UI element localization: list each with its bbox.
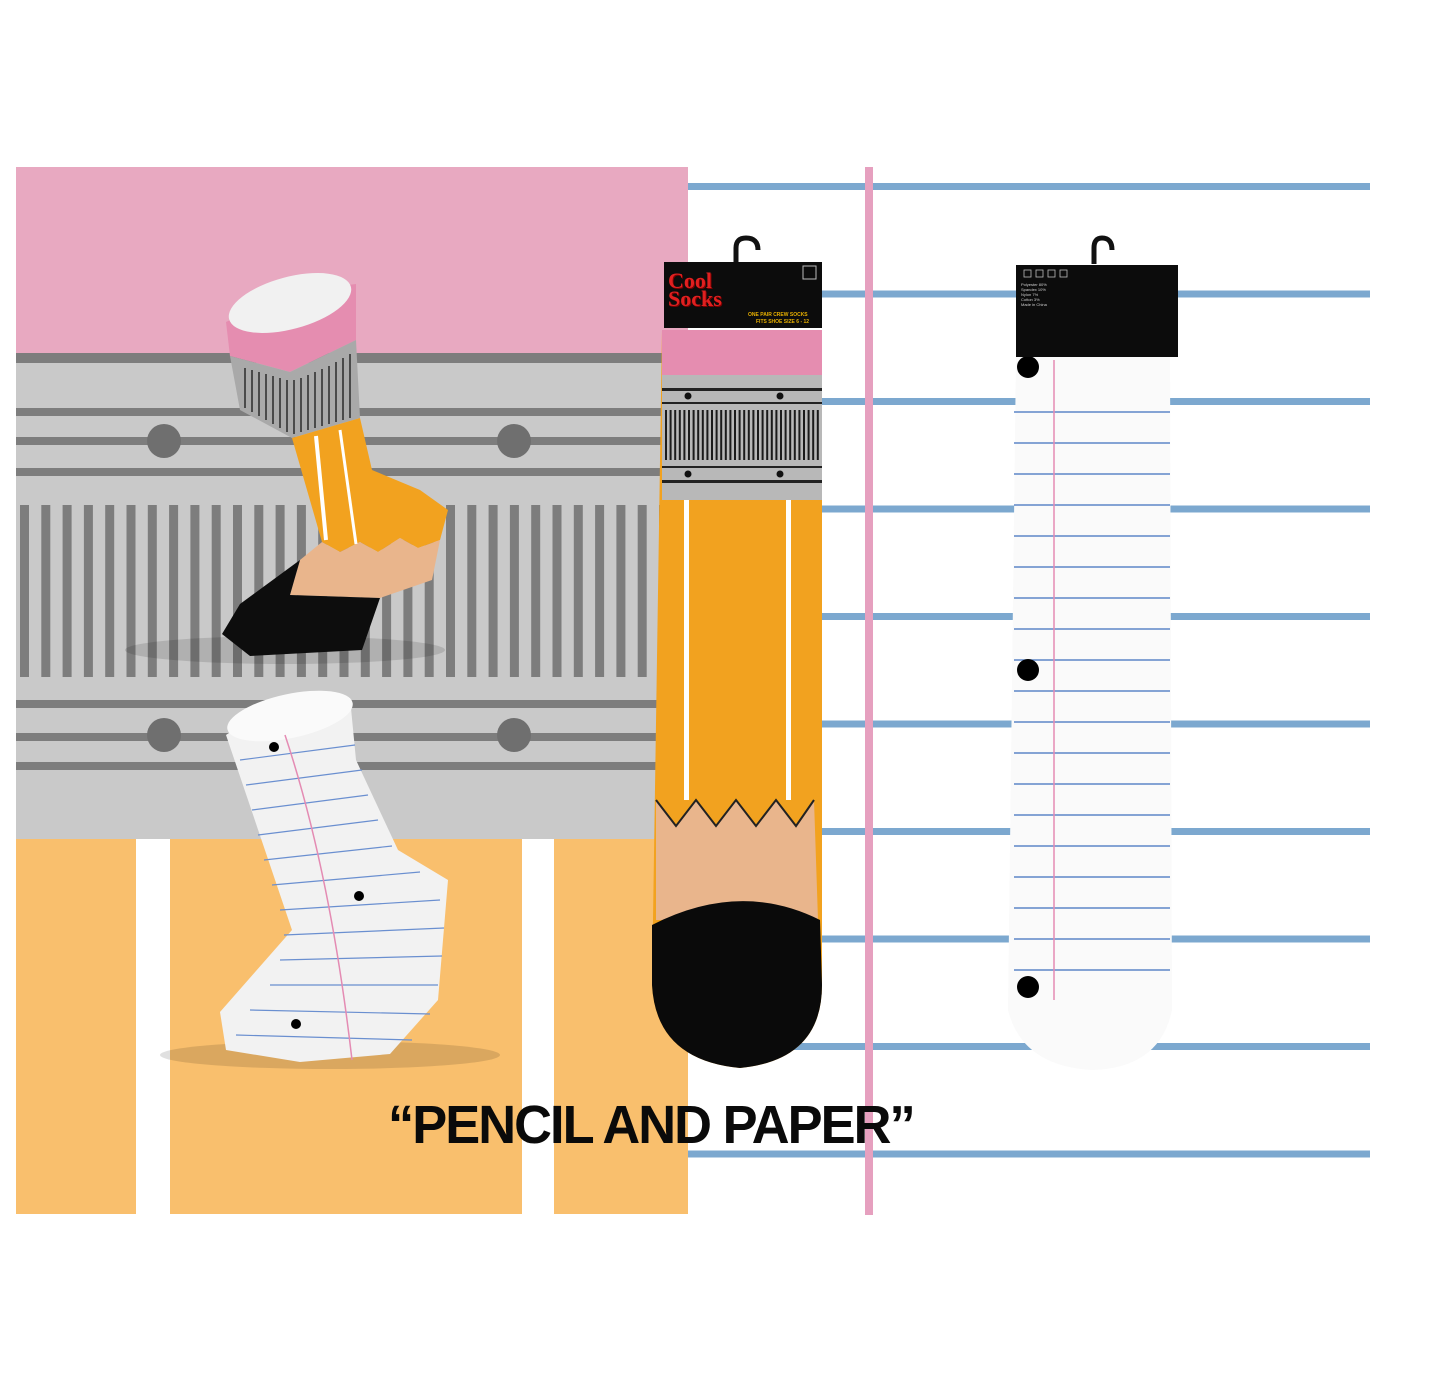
pack-text: ONE PAIR CREW SOCKS: [748, 312, 808, 318]
care-line: Nylon 7%: [1021, 292, 1039, 297]
paper-margin-line: [865, 167, 873, 1215]
brand-line-2: Socks: [668, 286, 722, 311]
product-caption: “PENCIL AND PAPER”: [388, 1095, 916, 1155]
care-label: Polyester 80% Spandex 10% Nylon 7% Cotto…: [1021, 282, 1047, 307]
care-line: Cotton 3%: [1021, 297, 1040, 302]
care-line: Spandex 10%: [1021, 287, 1046, 292]
paper-sock-flat: [1008, 235, 1178, 1070]
paper-sock-3d: [160, 690, 500, 1069]
white-stripe: [136, 839, 170, 1214]
pencil-sock-flat: [652, 235, 822, 1068]
ferrule-rivets: [147, 424, 531, 752]
care-line: Made in China: [1021, 302, 1047, 307]
pencil-sock-3d: [125, 273, 448, 664]
brand-logo: Cool Socks: [668, 268, 722, 311]
care-line: Polyester 80%: [1021, 282, 1047, 287]
white-stripe: [522, 839, 554, 1214]
brand-line-1: Cool: [668, 268, 712, 293]
size-text: FITS SHOE SIZE 6 - 12: [756, 319, 810, 325]
package-header: [664, 262, 822, 328]
package-header: [1016, 265, 1178, 357]
